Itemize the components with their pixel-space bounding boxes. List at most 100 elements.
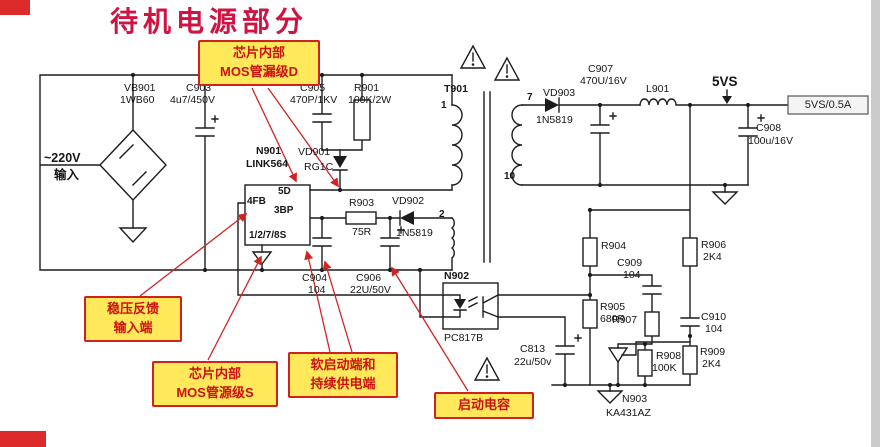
callout-startup-capacitor: 启动电容 — [434, 392, 534, 419]
n901-ref: N901 — [256, 145, 282, 157]
snubber-network-symbols — [312, 74, 371, 191]
c907-ref: C907 — [588, 63, 614, 75]
callout-line: 持续供电端 — [310, 375, 376, 391]
output-terminal-box — [787, 95, 869, 115]
c905-ref: C905 — [300, 82, 326, 94]
vb901-value: 1WB60 — [120, 94, 155, 106]
callout-line: MOS管漏级D — [219, 63, 298, 79]
c908-value: 100u/16V — [748, 135, 793, 147]
t901-pin-2: 2 — [439, 209, 445, 220]
c903-ref: C903 — [186, 82, 212, 94]
n901-pin-bypass: 3BP — [274, 205, 294, 216]
warning-triangle-icon — [493, 56, 521, 81]
r901-value: 100K/2W — [348, 94, 392, 106]
t901-pin-7: 7 — [527, 92, 533, 103]
capacitor-c904-symbol — [312, 217, 332, 271]
capacitor-c903-symbol — [195, 74, 219, 271]
t901-ref: T901 — [444, 83, 468, 95]
r907-ref: R907 — [612, 314, 638, 326]
c905-value: 470P/1KV — [290, 94, 338, 106]
transformer-t901-symbol — [450, 74, 749, 271]
watermark-badge-bottom-left — [0, 431, 46, 447]
r908-ref: R908 — [656, 350, 682, 362]
l901-ref: L901 — [646, 83, 670, 95]
capacitor-c907-symbol — [590, 104, 617, 186]
shunt-regulator-n903-symbol — [607, 341, 691, 386]
feedback-wire — [237, 202, 444, 296]
output-rating-label: 5VS/0.5A — [804, 99, 852, 111]
r906-value: 2K4 — [703, 251, 722, 263]
vd901-ref: VD901 — [298, 146, 331, 158]
n901-pin-feedback: 4FB — [247, 196, 266, 207]
feedback-divider-wires — [582, 104, 700, 386]
vd903-ref: VD903 — [543, 87, 576, 99]
ground-icon-primary — [118, 227, 148, 244]
callout-line: 启动电容 — [457, 397, 510, 412]
c904-value: 104 — [308, 284, 326, 296]
n903-ref: N903 — [622, 393, 648, 405]
r909-value: 2K4 — [702, 358, 721, 370]
compensation-chain-symbols — [589, 274, 662, 386]
c906-value: 22U/50V — [350, 284, 391, 296]
callout-line: 芯片内部 — [232, 45, 285, 60]
c813-value: 22u/50v — [514, 356, 552, 368]
ground-bus-wire — [551, 384, 691, 404]
r905-ref: R905 — [600, 301, 626, 313]
vb901-ref: VB901 — [124, 82, 156, 94]
callout-line: 软启动端和 — [310, 357, 376, 372]
mains-label-line2: 输入 — [54, 168, 80, 182]
diode-vd903-symbol — [545, 97, 641, 113]
callout-line: MOS管源级S — [176, 384, 254, 400]
r903-ref: R903 — [349, 197, 375, 209]
c906-ref: C906 — [356, 272, 382, 284]
ground-icon-secondary — [711, 184, 739, 205]
callout-line: 输入端 — [113, 319, 153, 335]
c904-ref: C904 — [302, 272, 328, 284]
c813-ref: C813 — [520, 343, 546, 355]
callout-softstart: 软启动端和 持续供电端 — [288, 352, 398, 398]
bp-supply-row — [309, 210, 453, 226]
c908-ref: C908 — [756, 122, 782, 134]
n901-pin-drain: 5D — [278, 186, 291, 197]
vd903-value: 1N5819 — [536, 114, 573, 126]
c910-value: 104 — [705, 323, 723, 335]
r903-value: 75R — [352, 226, 372, 238]
n902-value: PC817B — [444, 332, 484, 344]
junction-dots — [130, 72, 751, 388]
capacitor-c813-symbol — [497, 316, 582, 386]
r909-ref: R909 — [700, 346, 726, 358]
warning-triangle-icon — [459, 44, 487, 69]
n902-ref: N902 — [444, 270, 470, 282]
rail-5vs-label: 5VS — [712, 74, 738, 89]
vd902-value: 1N5819 — [396, 227, 433, 239]
warning-triangle-icon — [473, 356, 501, 381]
c903-value: 4u7/450V — [170, 94, 215, 106]
vd901-value: RG1C — [304, 161, 334, 173]
callout-mos-source: 芯片内部 MOS管源级S — [152, 361, 278, 407]
c910-ref: C910 — [701, 311, 727, 323]
r901-ref: R901 — [354, 82, 380, 94]
n903-value: KA431AZ — [606, 407, 651, 419]
r905-value: 680R — [600, 313, 626, 325]
vd902-ref: VD902 — [392, 195, 425, 207]
bridge-rectifier-symbol — [99, 74, 167, 229]
c909-value: 104 — [623, 269, 641, 281]
callout-feedback-input: 稳压反馈 输入端 — [84, 296, 182, 342]
page-title: 待机电源部分 — [110, 6, 309, 37]
r904-ref: R904 — [601, 240, 627, 252]
r906-ref: R906 — [701, 239, 727, 251]
t901-pin-10: 10 — [504, 171, 516, 182]
n901-value: LINK564 — [246, 158, 289, 170]
optocoupler-n902-symbol — [442, 282, 591, 330]
r908-value: 100K — [652, 362, 677, 374]
mains-label-line1: ~220V — [44, 151, 81, 165]
scan-edge-strip — [871, 0, 880, 447]
callout-line: 稳压反馈 — [106, 301, 159, 316]
red-annotation-lines — [139, 87, 469, 392]
t901-pin-1: 1 — [441, 100, 447, 111]
watermark-badge-top-left — [0, 0, 30, 15]
capacitor-c908-symbol — [738, 104, 765, 186]
callout-line: 芯片内部 — [188, 366, 241, 381]
